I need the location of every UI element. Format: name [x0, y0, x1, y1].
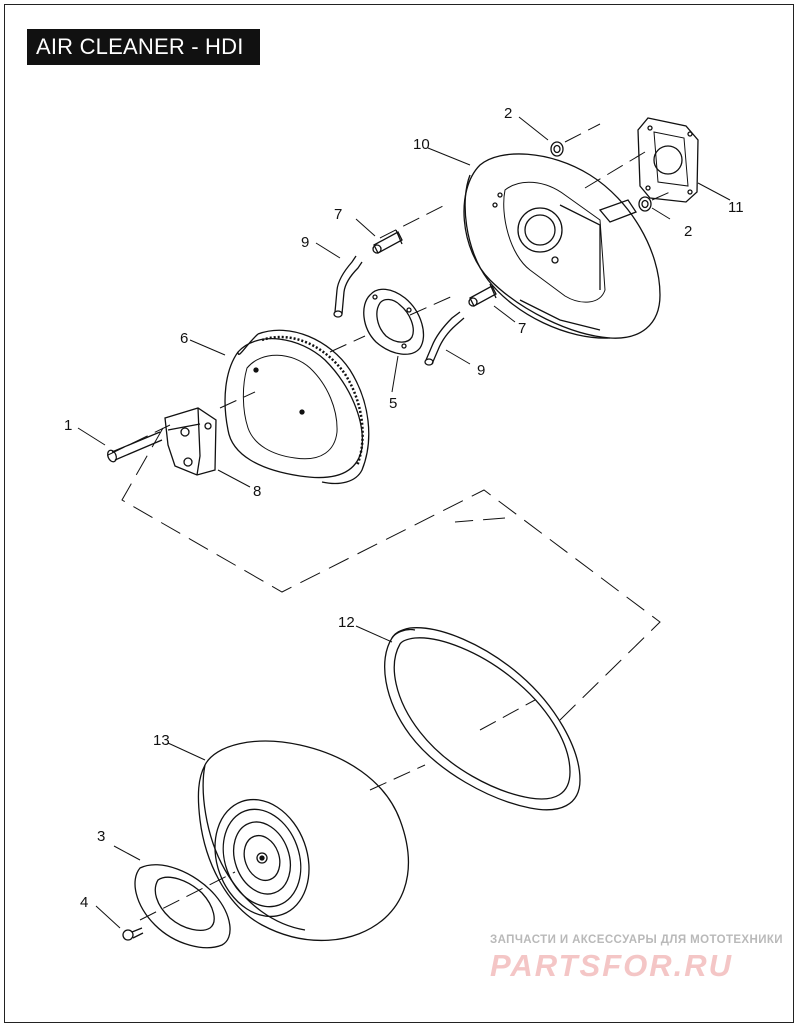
callout-10: 10 — [413, 136, 430, 153]
callout-9-upper: 9 — [301, 234, 309, 251]
part-9-breather-hose-upper — [333, 255, 363, 318]
part-1-screw — [107, 431, 163, 463]
part-3-trim-plate — [134, 864, 231, 949]
watermark-tagline: ЗАПЧАСТИ И АКСЕССУАРЫ ДЛЯ МОТОТЕХНИКИ — [490, 934, 783, 946]
callout-11: 11 — [728, 199, 744, 216]
part-7-breather-bolt-lower — [468, 283, 497, 307]
callout-9-lower: 9 — [477, 362, 485, 379]
callout-3: 3 — [97, 828, 105, 845]
part-11-gasket — [637, 117, 699, 203]
callout-1: 1 — [64, 417, 72, 434]
part-10-backplate — [463, 153, 661, 339]
assembly-dashed-path — [121, 427, 661, 721]
part-13-cover — [197, 740, 410, 942]
callout-4: 4 — [80, 894, 88, 911]
part-7-breather-bolt-upper — [372, 229, 403, 254]
callout-12: 12 — [338, 614, 355, 631]
diagram-title: AIR CLEANER - HDI — [27, 29, 260, 65]
callout-8: 8 — [253, 483, 261, 500]
callout-7-lower: 7 — [518, 320, 526, 337]
diagram-frame — [4, 4, 794, 1023]
part-4-screw — [122, 927, 144, 941]
callout-labels: 1 2 2 3 4 5 6 7 7 8 9 9 10 11 12 13 — [64, 105, 744, 911]
callout-2-upper: 2 — [504, 105, 512, 122]
watermark-logo: PARTSFOR.RU — [490, 948, 734, 983]
part-12-seal-ring — [384, 627, 581, 811]
part-5-gasket — [363, 288, 425, 355]
callout-13: 13 — [153, 732, 170, 749]
part-2-o-ring-lower — [638, 196, 652, 212]
callout-7-upper: 7 — [334, 206, 342, 223]
callout-5: 5 — [389, 395, 397, 412]
part-2-o-ring-upper — [550, 141, 564, 157]
leader-lines — [77, 116, 731, 929]
callout-2-lower: 2 — [684, 223, 692, 240]
part-9-breather-hose-lower — [424, 311, 465, 366]
part-6-filter-element — [224, 329, 370, 485]
callout-6: 6 — [180, 330, 188, 347]
center-axis-lines — [107, 123, 671, 921]
part-8-bracket — [164, 407, 217, 476]
